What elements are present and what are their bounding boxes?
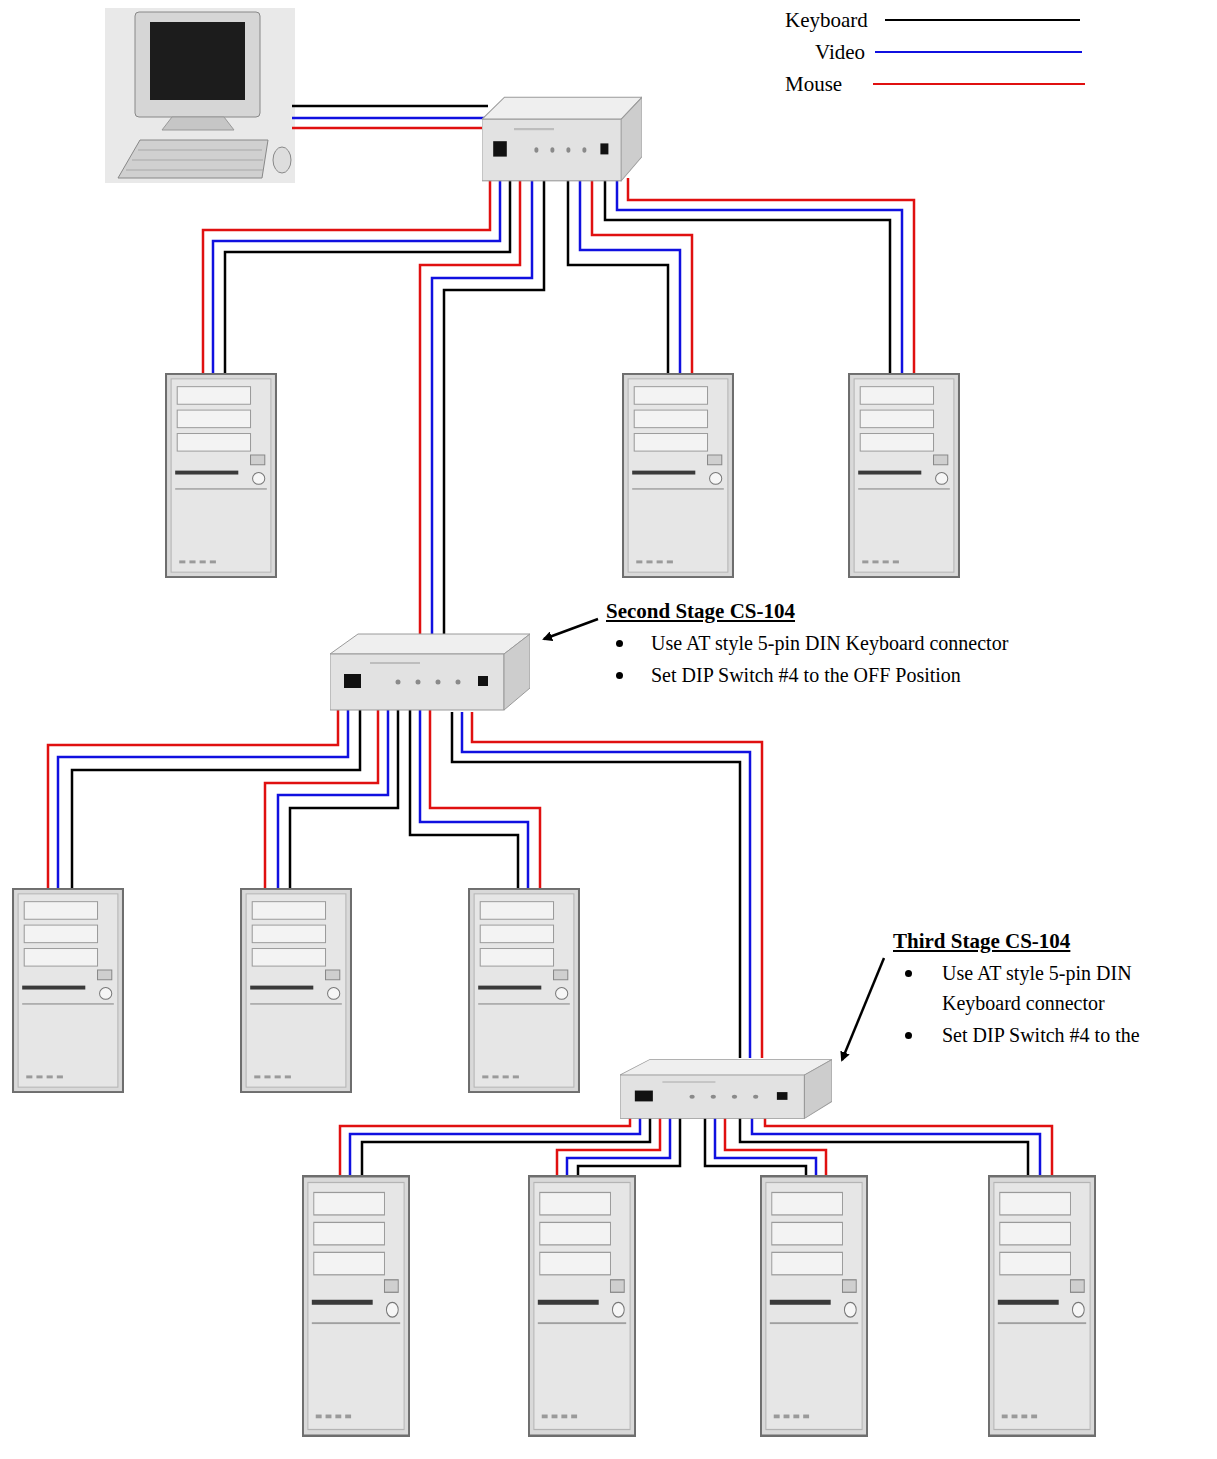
kvm-switch bbox=[482, 97, 642, 181]
keyboard-wire bbox=[290, 705, 398, 890]
computer-towers bbox=[13, 374, 1095, 1436]
console-ground bbox=[105, 8, 295, 183]
legend-sample bbox=[873, 83, 1085, 85]
keyboard-wire bbox=[578, 1112, 680, 1177]
computer-tower bbox=[303, 1176, 409, 1436]
mouse-wire bbox=[592, 178, 692, 375]
mouse-wire bbox=[628, 178, 914, 375]
kvm-switch: Third Stage CS-104Use AT style 5-pin DIN… bbox=[620, 1058, 832, 1120]
video-wire bbox=[617, 178, 902, 375]
callout-heading: Second Stage CS-104 bbox=[606, 596, 795, 626]
computer-tower bbox=[849, 374, 959, 577]
keyboard-wire bbox=[72, 705, 360, 890]
callout-arrow bbox=[544, 619, 598, 639]
keyboard-wire bbox=[225, 178, 510, 375]
mouse-wire bbox=[292, 127, 488, 130]
mouse-wire bbox=[420, 178, 520, 645]
switch-picture bbox=[620, 1060, 832, 1119]
mouse-wire bbox=[265, 705, 378, 890]
console-picture bbox=[105, 8, 295, 183]
keyboard-wire bbox=[705, 1112, 806, 1177]
computer-tower bbox=[13, 889, 123, 1092]
bullet-dot bbox=[905, 970, 912, 977]
video-wire bbox=[292, 117, 488, 120]
kvm-switch: Second Stage CS-104Use AT style 5-pin DI… bbox=[330, 632, 530, 712]
video-wire bbox=[420, 705, 528, 890]
keyboard-wire bbox=[740, 1112, 1028, 1177]
mouse-wire bbox=[430, 705, 540, 890]
video-wire bbox=[213, 178, 500, 375]
switch-shape bbox=[620, 1058, 832, 1120]
computer-tower bbox=[529, 1176, 635, 1436]
bullet-note: Use AT style 5-pin DIN Keyboard connecto… bbox=[942, 958, 1197, 1018]
legend-sample bbox=[885, 19, 1080, 21]
legend-text: Mouse bbox=[785, 72, 842, 96]
key-row bbox=[126, 170, 263, 171]
bullet-dot bbox=[905, 1032, 912, 1039]
bullet-dot bbox=[616, 640, 623, 647]
callout-heading: Third Stage CS-104 bbox=[893, 926, 1070, 956]
keyboard-body bbox=[118, 140, 268, 178]
monitor-case bbox=[135, 12, 260, 117]
video-wire bbox=[432, 178, 532, 645]
cable-wire bbox=[452, 712, 740, 1058]
bullet-note: Use AT style 5-pin DIN Keyboard connecto… bbox=[651, 628, 1171, 658]
computer-tower bbox=[166, 374, 276, 577]
mouse-wire bbox=[765, 1112, 1052, 1177]
mouse-picture bbox=[273, 147, 291, 173]
monitor-stand bbox=[162, 117, 234, 130]
computer-tower bbox=[761, 1176, 867, 1436]
computer-tower bbox=[241, 889, 351, 1092]
mouse-wire bbox=[203, 178, 490, 375]
cable-wire bbox=[462, 712, 750, 1058]
computer-tower bbox=[989, 1176, 1095, 1436]
video-wire bbox=[278, 705, 388, 890]
legend-text: Video bbox=[815, 40, 865, 64]
legend-text: Keyboard bbox=[785, 8, 868, 32]
keyboard-wire bbox=[444, 178, 544, 645]
computer-tower bbox=[469, 889, 579, 1092]
bullet-dot bbox=[616, 672, 623, 679]
video-wire bbox=[58, 705, 348, 890]
legend-sample bbox=[875, 51, 1082, 53]
video-wire bbox=[752, 1112, 1040, 1177]
switch-shape bbox=[330, 632, 530, 712]
cable-connector bbox=[452, 712, 762, 1058]
monitor-screen bbox=[150, 22, 245, 100]
keyboard-wire bbox=[292, 105, 488, 108]
bullet-note: Set DIP Switch #4 to the bbox=[942, 1020, 1212, 1050]
computer-tower bbox=[623, 374, 733, 577]
keyboard-wire bbox=[605, 178, 890, 375]
mouse-wire bbox=[48, 705, 338, 890]
video-wire bbox=[580, 178, 680, 375]
key-row bbox=[138, 150, 262, 151]
console-cable bbox=[292, 106, 488, 128]
callout-arrow bbox=[842, 958, 884, 1060]
cable-wire bbox=[472, 712, 762, 1058]
keyboard-wire bbox=[410, 705, 518, 890]
key-row bbox=[132, 160, 263, 161]
switch-picture bbox=[330, 634, 530, 710]
bullet-note: Set DIP Switch #4 to the OFF Position bbox=[651, 660, 1171, 690]
